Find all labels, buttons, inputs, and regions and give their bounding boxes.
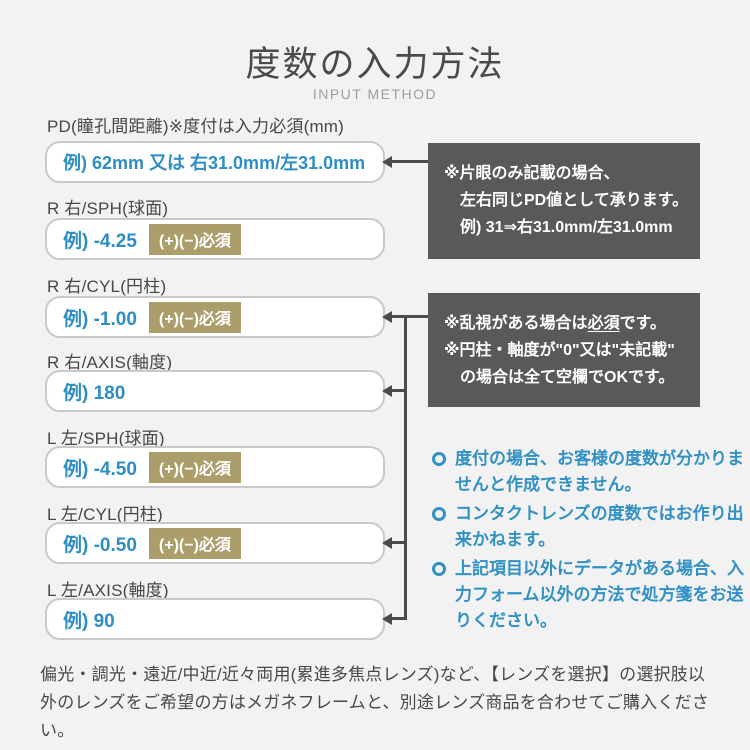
note-item: 度付の場合、お客様の度数が分かりませんと作成できません。 xyxy=(432,446,748,498)
field-label-l-cyl: L 左/CYL(円柱) xyxy=(47,505,163,524)
arrow-line-to-pd xyxy=(392,160,428,163)
footer-note: 偏光・調光・遠近/中近/近々両用(累進多焦点レンズ)など、【レンズを選択】の選択… xyxy=(40,665,709,740)
l-axis-input[interactable]: 例) 90 xyxy=(45,598,385,640)
circle-bullet-icon xyxy=(432,452,446,466)
r-sph-example-value: 例) -4.25 xyxy=(63,230,137,252)
arrowhead-pd-icon xyxy=(382,156,392,168)
pd-note-line: 左右同じPD値として承ります。 xyxy=(460,192,689,209)
note-text: コンタクトレンズの度数ではお作り出来かねます。 xyxy=(455,504,744,549)
note-item: コンタクトレンズの度数ではお作り出来かねます。 xyxy=(432,501,748,553)
pd-note-box: ※片眼のみ記載の場合、 左右同じPD値として承ります。 例) 31⇒右31.0m… xyxy=(428,143,700,259)
arrow-line-to-r-cyl xyxy=(392,315,428,318)
note-text: 上記項目以外にデータがある場合、入力フォーム以外の方法で処方箋をお送りください。 xyxy=(455,559,744,630)
plus-minus-required-badge: (+)(−)必須 xyxy=(148,451,241,483)
r-cyl-example-value: 例) -1.00 xyxy=(63,308,137,330)
cyl-note-line: の場合は全て空欄でOKです。 xyxy=(460,369,675,386)
field-label-r-cyl: R 右/CYL(円柱) xyxy=(47,277,167,296)
pd-note-line: ※片眼のみ記載の場合、 xyxy=(444,165,620,182)
r-axis-input[interactable]: 例) 180 xyxy=(45,370,385,412)
page-subtitle: INPUT METHOD xyxy=(312,86,438,102)
required-underline: 必須 xyxy=(587,315,620,332)
arrowhead-l-axis-icon xyxy=(382,613,392,625)
plus-minus-required-badge: (+)(−)必須 xyxy=(148,223,241,255)
arrow-line-to-l-axis xyxy=(392,617,406,620)
connector-vertical-line xyxy=(404,315,407,620)
l-sph-example-value: 例) -4.50 xyxy=(63,458,137,480)
l-cyl-input[interactable]: 例) -0.50 (+)(−)必須 xyxy=(45,522,385,564)
field-label-r-axis: R 右/AXIS(軸度) xyxy=(47,353,173,372)
blue-notes-list: 度付の場合、お客様の度数が分かりませんと作成できません。 コンタクトレンズの度数… xyxy=(432,446,748,637)
plus-minus-required-badge: (+)(−)必須 xyxy=(148,527,241,559)
l-axis-example-value: 例) 90 xyxy=(63,610,115,632)
note-item: 上記項目以外にデータがある場合、入力フォーム以外の方法で処方箋をお送りください。 xyxy=(432,556,748,634)
cyl-note-line: ※乱視がある場合は必須です。 xyxy=(444,315,666,332)
pd-note-line: 例) 31⇒右31.0mm/左31.0mm xyxy=(460,219,673,236)
r-axis-example-value: 例) 180 xyxy=(63,382,126,404)
field-label-l-axis: L 左/AXIS(軸度) xyxy=(47,581,169,600)
note-text: 度付の場合、お客様の度数が分かりませんと作成できません。 xyxy=(455,449,744,494)
cyl-note-line: ※円柱・軸度が"0"又は"未記載" xyxy=(444,342,675,359)
r-cyl-input[interactable]: 例) -1.00 (+)(−)必須 xyxy=(45,296,385,338)
field-label-l-sph: L 左/SPH(球面) xyxy=(47,429,165,448)
l-cyl-example-value: 例) -0.50 xyxy=(63,534,137,556)
pd-example-value: 例) 62mm 又は 右31.0mm/左31.0mm xyxy=(63,153,366,173)
r-sph-input[interactable]: 例) -4.25 (+)(−)必須 xyxy=(45,218,385,260)
cyl-axis-note-box: ※乱視がある場合は必須です。 ※円柱・軸度が"0"又は"未記載" の場合は全て空… xyxy=(428,293,700,407)
plus-minus-required-badge: (+)(−)必須 xyxy=(148,301,241,333)
page-title: 度数の入力方法 xyxy=(245,45,505,84)
l-sph-input[interactable]: 例) -4.50 (+)(−)必須 xyxy=(45,446,385,488)
arrowhead-r-cyl-icon xyxy=(382,311,392,323)
circle-bullet-icon xyxy=(432,562,446,576)
pd-input[interactable]: 例) 62mm 又は 右31.0mm/左31.0mm xyxy=(45,141,385,183)
arrow-line-to-l-cyl xyxy=(392,541,406,544)
arrowhead-l-cyl-icon xyxy=(382,537,392,549)
arrowhead-r-axis-icon xyxy=(382,385,392,397)
field-label-r-sph: R 右/SPH(球面) xyxy=(47,199,169,218)
circle-bullet-icon xyxy=(432,507,446,521)
arrow-line-to-r-axis xyxy=(392,389,406,392)
field-label-pd: PD(瞳孔間距離)※度付は入力必須(mm) xyxy=(47,117,345,136)
